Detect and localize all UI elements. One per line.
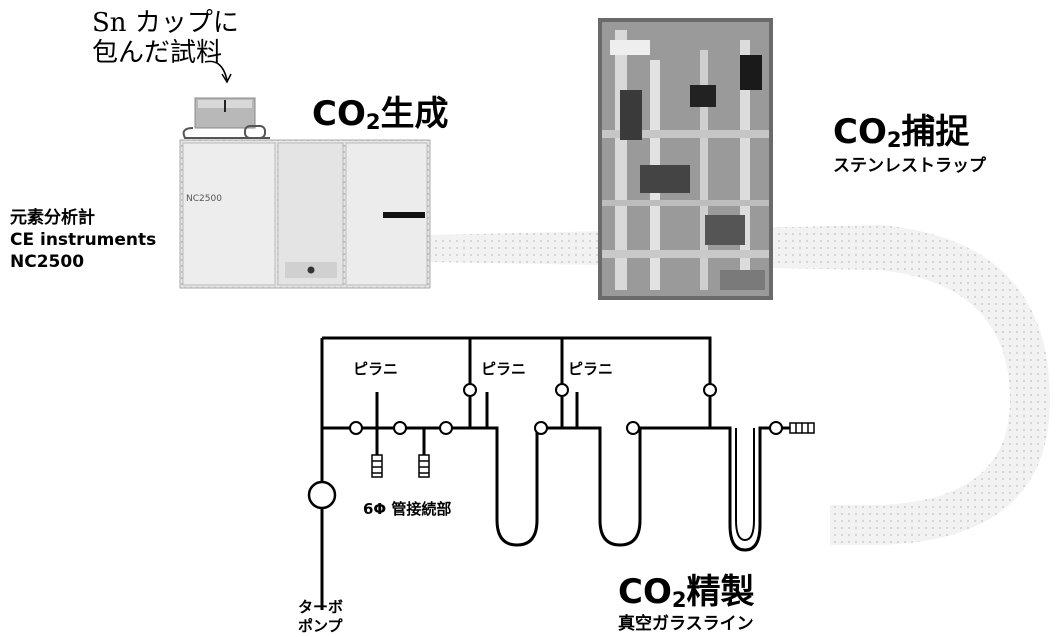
co2-purification-block: CO2精製 真空ガラスライン <box>618 564 755 634</box>
analyzer-label: 元素分析計 CE instruments NC2500 <box>10 207 156 273</box>
connector-group <box>371 454 430 478</box>
co2-generation-title: CO2生成 <box>312 86 449 135</box>
sample-label-line2: 包んだ試料 <box>92 38 223 68</box>
pump-label-line1: ターボ <box>298 598 344 616</box>
analyzer-name: 元素分析計 <box>10 208 95 228</box>
connector <box>371 454 383 478</box>
co2-subscript: 2 <box>671 586 687 612</box>
valve <box>439 421 453 435</box>
pirani-label-1: ピラニ <box>353 360 399 378</box>
co2-capture-title: CO2捕捉 <box>833 104 986 153</box>
generation-label: 生成 <box>380 94 449 134</box>
turbo-pump-symbol <box>307 480 337 510</box>
valve <box>349 421 363 435</box>
sample-label-line1: Sn カップに <box>92 8 239 38</box>
valve <box>534 421 548 435</box>
analyzer-maker: CE instruments <box>10 230 157 250</box>
valve <box>703 383 717 397</box>
transfer-band <box>430 225 1050 545</box>
sample-arrow <box>204 60 228 81</box>
valve <box>769 421 783 435</box>
pump-label: ターボ ポンプ <box>298 598 343 636</box>
purification-subtitle: 真空ガラスライン <box>618 614 754 634</box>
connector-label: 6Φ 管接続部 <box>363 500 452 518</box>
pirani-label-2: ピラニ <box>481 360 527 378</box>
co2-purification-title: CO2精製 <box>618 564 755 613</box>
co2-subscript: 2 <box>886 126 902 152</box>
purification-label: 精製 <box>686 572 755 612</box>
capture-label: 捕捉 <box>901 112 970 152</box>
end-fitting <box>789 422 815 434</box>
capture-subtitle: ステンレストラップ <box>833 156 986 176</box>
connector <box>418 454 430 478</box>
co2-prefix: CO <box>312 94 366 134</box>
analyzer-model: NC2500 <box>10 252 85 272</box>
valve <box>463 383 477 397</box>
co2-capture-block: CO2捕捉 ステンレストラップ <box>833 104 986 176</box>
sample-label: Sn カップに 包んだ試料 <box>92 8 239 68</box>
co2-prefix: CO <box>833 112 887 152</box>
co2-subscript: 2 <box>365 108 381 134</box>
pump-label-line2: ポンプ <box>298 617 343 635</box>
valve-group <box>349 383 783 435</box>
valve <box>393 421 407 435</box>
valve <box>555 383 569 397</box>
sample-cup <box>182 97 270 139</box>
pirani-label-3: ピラニ <box>568 360 614 378</box>
valve <box>626 421 640 435</box>
stainless-trap-photo <box>598 18 773 300</box>
elemental-analyzer-image <box>179 139 431 289</box>
analyzer-panel-label: NC2500 <box>186 194 222 204</box>
co2-prefix: CO <box>618 572 672 612</box>
